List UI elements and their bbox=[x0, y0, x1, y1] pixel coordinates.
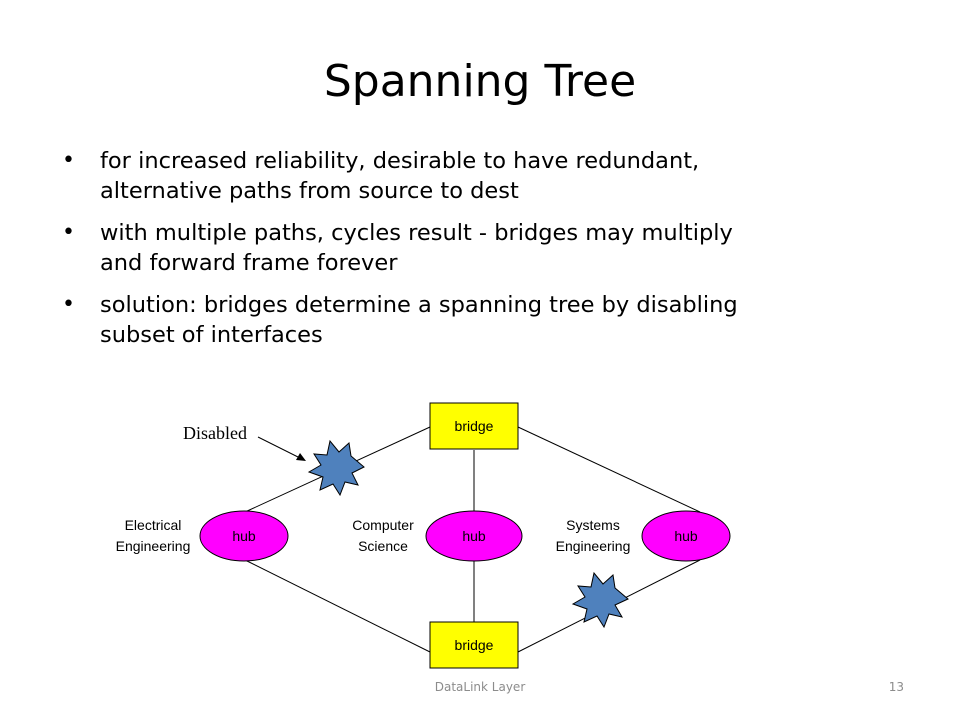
disabled-star-icon bbox=[307, 439, 365, 497]
bridge-top-box bbox=[429, 402, 519, 450]
page-number: 13 bbox=[888, 680, 904, 694]
hub-left-label: hub bbox=[232, 528, 256, 544]
bullet-item: • solution: bridges determine a spanning… bbox=[62, 290, 902, 350]
footer-title: DataLink Layer bbox=[434, 680, 526, 694]
lan-label-cs-line2: Science bbox=[358, 538, 408, 554]
hub-center: hub bbox=[425, 510, 523, 562]
bullet-line: for increased reliability, desirable to … bbox=[100, 148, 700, 174]
bullet-line: subset of interfaces bbox=[100, 322, 323, 348]
disabled-star-icon bbox=[571, 571, 629, 629]
bridge-bottom-label: bridge bbox=[455, 637, 494, 653]
hub-left: hub bbox=[199, 510, 289, 562]
hub-right-label: hub bbox=[674, 528, 698, 544]
hub-center-shape bbox=[425, 510, 523, 562]
arrow-head-icon bbox=[296, 453, 306, 461]
lan-label-se-line2: Engineering bbox=[556, 538, 631, 554]
bullet-line: solution: bridges determine a spanning t… bbox=[100, 292, 738, 318]
bullet-line: with multiple paths, cycles result - bri… bbox=[100, 220, 733, 246]
bridge-top-label: bridge bbox=[455, 418, 494, 434]
hub-right-shape bbox=[641, 510, 731, 562]
bridge-bottom-box bbox=[429, 621, 519, 669]
bullet-item: • for increased reliability, desirable t… bbox=[62, 146, 902, 206]
bullet-dot-icon: • bbox=[62, 148, 75, 173]
bullet-line: and forward frame forever bbox=[100, 250, 398, 276]
bullet-dot-icon: • bbox=[62, 292, 75, 317]
link-bridge-bottom-hub-left bbox=[244, 559, 431, 653]
lan-label-se-line1: Systems bbox=[566, 517, 620, 533]
link-bridge-top-hub-right bbox=[517, 426, 701, 513]
hub-right: hub bbox=[641, 510, 731, 562]
page-title: Spanning Tree bbox=[323, 56, 637, 107]
bridge-top: bridge bbox=[429, 402, 519, 450]
lan-label-cs-line1: Computer bbox=[352, 517, 414, 533]
hub-center-label: hub bbox=[462, 528, 486, 544]
lan-label-ee-line2: Engineering bbox=[116, 538, 191, 554]
bullet-dot-icon: • bbox=[62, 220, 75, 245]
bullet-list: • for increased reliability, desirable t… bbox=[62, 146, 902, 362]
lan-label-ee-line1: Electrical bbox=[125, 517, 182, 533]
disabled-label: Disabled bbox=[183, 423, 247, 443]
hub-left-shape bbox=[199, 510, 289, 562]
disabled-arrow bbox=[257, 436, 301, 459]
bridge-bottom: bridge bbox=[429, 621, 519, 669]
bullet-item: • with multiple paths, cycles result - b… bbox=[62, 218, 902, 278]
bullet-line: alternative paths from source to dest bbox=[100, 178, 519, 204]
